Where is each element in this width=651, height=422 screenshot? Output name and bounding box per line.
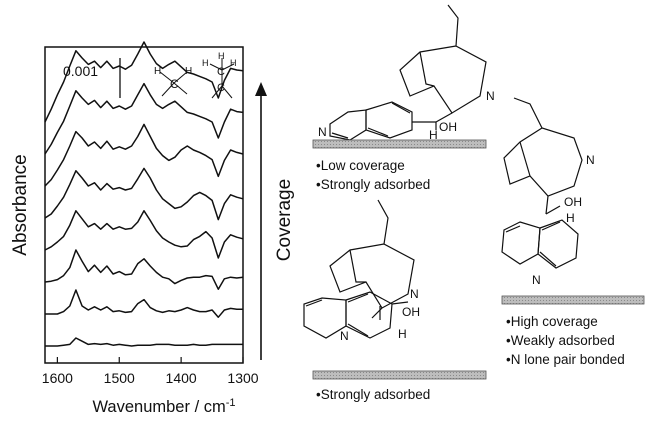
spectra-chart: 1600 1500 1400 1300 Absorbance Wavenumber /… xyxy=(10,41,259,416)
ch2-h-label-2: H xyxy=(185,66,192,77)
top-h-label: H xyxy=(429,128,438,142)
x-axis-label-main: Wavenumber / cm xyxy=(92,398,225,416)
top-bullet-2: •Strongly adsorbed xyxy=(316,177,430,192)
ch3-h-label-3: H xyxy=(218,51,225,61)
ch2-group-sketch xyxy=(159,71,188,97)
ch3-h-label-1: H xyxy=(202,58,209,68)
x-tick-label: 1600 xyxy=(42,370,73,386)
spectrum-5 xyxy=(44,167,244,221)
right-h-label: H xyxy=(566,211,575,225)
coverage-arrow xyxy=(255,82,267,360)
spectrum-4 xyxy=(44,210,244,259)
top-structure: N N H OH •Low coverage •Strongly adsorbe… xyxy=(312,4,495,192)
right-structure: N OH H N •High coverage •Weakly adsorbed… xyxy=(501,97,645,367)
right-bullet-2: •Weakly adsorbed xyxy=(506,333,615,348)
top-ring-n: N xyxy=(318,125,327,139)
ch2-carbon-label: C xyxy=(170,77,179,91)
coverage-label: Coverage xyxy=(274,179,295,261)
top-bullet-1: •Low coverage xyxy=(316,158,405,173)
x-tick-label: 1500 xyxy=(104,370,135,386)
spectrum-1 xyxy=(45,337,243,347)
plot-frame xyxy=(44,46,244,364)
spectrum-2 xyxy=(45,289,243,318)
spectrum-8 xyxy=(44,41,244,123)
ch3-group-sketch xyxy=(209,58,235,99)
x-tick-label: 1300 xyxy=(227,370,258,386)
middle-h-label: H xyxy=(398,327,407,341)
right-bullet-3: •N lone pair bonded xyxy=(506,352,625,367)
x-axis-label-superscript: -1 xyxy=(226,397,236,409)
right-bullet-1: •High coverage xyxy=(506,314,598,329)
right-amine-n: N xyxy=(586,153,595,167)
ch3-h-label-2: H xyxy=(230,58,237,68)
middle-ring-n: N xyxy=(340,329,349,343)
x-axis-ticks: 1600 1500 1400 1300 xyxy=(42,357,259,386)
middle-surface xyxy=(312,370,487,380)
x-tick-label: 1400 xyxy=(166,370,197,386)
right-molecule-sketch xyxy=(501,97,583,269)
spectra-series-group xyxy=(44,41,244,347)
middle-molecule-sketch xyxy=(303,199,415,339)
right-surface xyxy=(501,295,645,305)
x-axis-label: Wavenumber / cm-1 xyxy=(92,397,235,416)
top-molecule-sketch xyxy=(329,4,487,141)
ch2-h-label-1: H xyxy=(154,66,161,77)
spectrum-3 xyxy=(44,249,244,290)
middle-structure: N N OH H •Strongly adsorbed xyxy=(303,199,487,402)
ch3-carbon-label-bottom: C xyxy=(217,82,225,94)
ch3-carbon-label-top: C xyxy=(217,66,225,78)
spectrum-6 xyxy=(44,123,244,187)
scale-bar-label: 0.001 xyxy=(63,63,98,79)
right-ring-n: N xyxy=(532,273,541,287)
spectrum-7 xyxy=(44,82,244,155)
top-amine-n: N xyxy=(486,89,495,103)
right-oh-label: OH xyxy=(564,195,582,209)
middle-bullet-1: •Strongly adsorbed xyxy=(316,387,430,402)
top-surface xyxy=(312,139,487,149)
y-axis-label: Absorbance xyxy=(10,154,31,255)
top-oh-label: OH xyxy=(439,120,457,134)
middle-oh-label: OH xyxy=(402,305,420,319)
middle-amine-n: N xyxy=(410,287,419,301)
